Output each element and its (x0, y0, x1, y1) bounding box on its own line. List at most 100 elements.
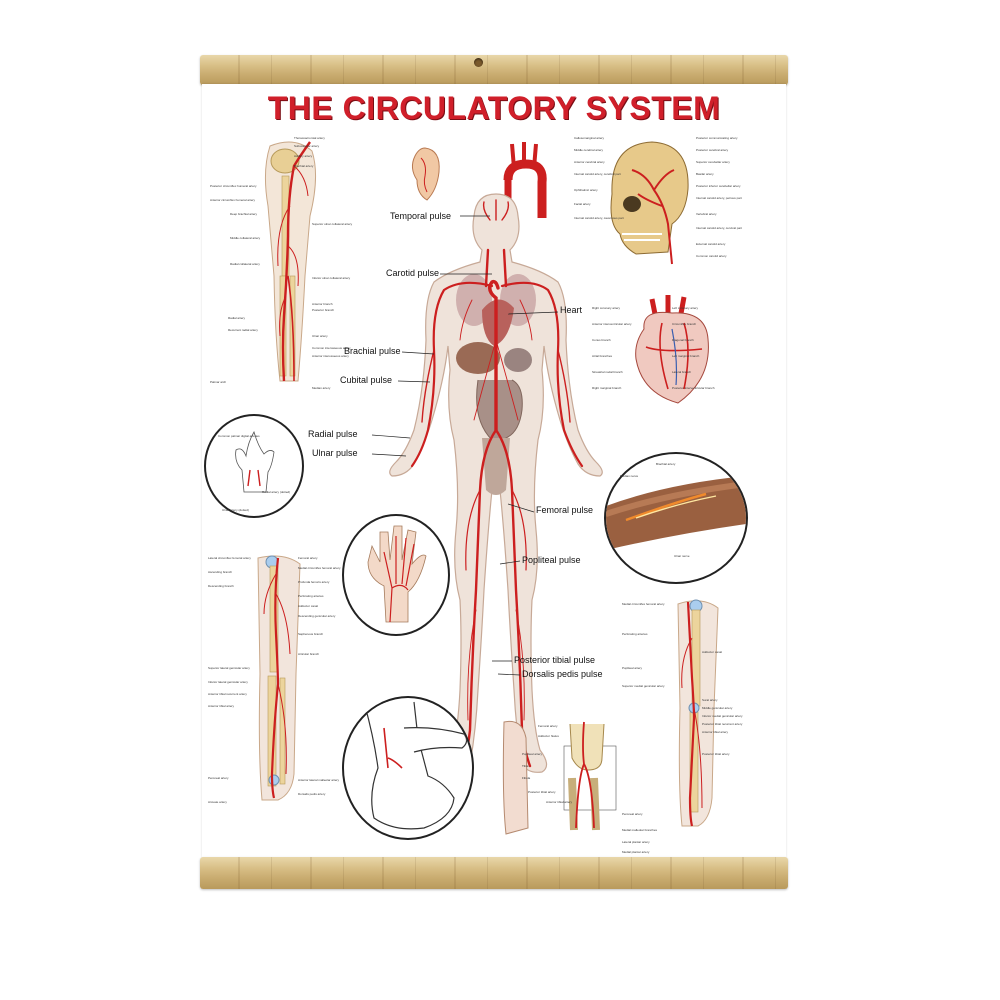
arm-label: Ulnar artery (312, 334, 328, 338)
leg-left-label: Ascending branch (208, 570, 233, 574)
heart-label: Left marginal branch (672, 354, 700, 358)
skull-label: Internal carotid artery, cervical part (696, 226, 742, 230)
leg-left-label: Anterior tibial artery (208, 704, 235, 708)
forearm-label: Ulnar nerve (674, 554, 690, 558)
leg-right-label: Medial circumflex femoral artery (622, 602, 665, 606)
hand-label: Common palmar digital arteries (218, 434, 260, 438)
arm-label: Anterior circumflex humeral artery (210, 198, 256, 202)
leg-right-label: Peroneal artery (622, 812, 643, 816)
aortic-arch-illustration (503, 142, 547, 218)
hanging-hole (474, 58, 483, 67)
popliteal-pulse-label: Popliteal pulse (522, 555, 581, 565)
leg-left-label: Lateral circumflex femoral artery (208, 556, 251, 560)
skull-label: Facial artery (574, 202, 591, 206)
leg-left-label: Dorsalis pedis artery (298, 792, 326, 796)
heart-label: Right coronary artery (592, 306, 621, 310)
forearm-pulse-circle (604, 452, 748, 584)
skull-label: Vertebral artery (696, 212, 717, 216)
skull-label: Common carotid artery (696, 254, 727, 258)
knee-label: Anterior tibial artery (546, 800, 573, 804)
heart-label: Anterior interventricular artery (592, 322, 632, 326)
skull-label: Callosomarginal artery (574, 136, 605, 140)
palm-artery-circle (342, 514, 450, 636)
leg-right-label: Medial malleolar branches (622, 828, 658, 832)
heart-illustration (635, 295, 709, 404)
arm-label: Posterior circumflex humeral artery (210, 184, 257, 188)
heart-label: Posterior interventricular branch (672, 386, 715, 390)
arm-label: Superior ulnar collateral artery (312, 222, 353, 226)
arm-label: Anterior interosseous artery (312, 354, 349, 358)
poster-title: THE CIRCULATORY SYSTEM (267, 90, 721, 126)
arm-label: Posterior branch (312, 308, 335, 312)
heart-label: Left coronary artery (672, 306, 699, 310)
radial-pulse-label: Radial pulse (308, 429, 358, 439)
skull-label: Middle cerebral artery (574, 148, 604, 152)
leg-left-label: Inferior lateral genicular artery (208, 680, 248, 684)
dorsalis-pedis-pulse-label: Dorsalis pedis pulse (522, 669, 603, 679)
posterior-tibial-pulse-label: Posterior tibial pulse (514, 655, 596, 665)
leg-left-label: Arcuate artery (208, 800, 227, 804)
leg-right-label: Perforating arteries (622, 632, 648, 636)
pulse-leader-lines (371, 215, 559, 676)
hand-sketch-illustration (235, 431, 275, 493)
heart-label: Atrial branches (592, 354, 613, 358)
arm-label: Common interosseous artery (312, 346, 351, 350)
leg-right-label: Superior medial genicular artery (622, 684, 665, 688)
leg-right-label: Posterior tibial recurrent artery (702, 722, 743, 726)
forearm-label: Median nerve (620, 474, 639, 478)
leg-left-label: Perforating arteries (298, 594, 324, 598)
heart-label: Right marginal branch (592, 386, 622, 390)
foot-sketch-illustration (363, 701, 468, 830)
ulnar-pulse-label: Ulnar pulse (312, 448, 358, 458)
foot-pulse-circle (342, 696, 474, 840)
leg-left-label: Medial circumflex femoral artery (298, 566, 341, 570)
leg-right-label: Posterior tibial artery (702, 752, 730, 756)
arm-artery-illustration (264, 141, 317, 382)
leg-right-label: Anterior tibial artery (702, 730, 729, 734)
skull-label: External carotid artery (696, 242, 726, 246)
leg-left-label: Anterior tibial recurrent artery (208, 692, 247, 696)
heart-label: Diagonal branch (672, 338, 694, 342)
arm-label: Inferior ulnar collateral artery (312, 276, 351, 280)
knee-label: Fibula (522, 776, 531, 780)
top-hanger-rod (200, 55, 788, 85)
leg-right-label: Medial plantar artery (622, 850, 650, 854)
knee-label: Adductor hiatus (538, 734, 559, 738)
arm-label: Recurrent radial artery (228, 328, 258, 332)
forearm-label: Brachial artery (656, 462, 676, 466)
carotid-pulse-label: Carotid pulse (386, 268, 440, 278)
leg-left-label: Adductor canal (298, 604, 319, 608)
arm-label: Brachial artery (294, 164, 314, 168)
skull-label: Internal carotid artery, petrous part (696, 196, 742, 200)
arm-label: Deep brachial artery (230, 212, 258, 216)
palm-artery-illustration (367, 525, 427, 623)
arm-label: Median artery (312, 386, 331, 390)
leg-left-label: Peroneal artery (208, 776, 229, 780)
skull-label: Anterior cerebral artery (574, 160, 605, 164)
leg-left-label: Superior lateral genicular artery (208, 666, 250, 670)
heart-label: Heart (560, 305, 583, 315)
leg-left-label: Descending branch (208, 584, 234, 588)
arm-label: Anterior branch (312, 302, 333, 306)
skull-label: Internal carotid artery, cerebral part (574, 172, 621, 176)
skull-label: Posterior communicating artery (696, 136, 738, 140)
arm-label: Thoracoacromial artery (294, 136, 325, 140)
skull-label: Posterior cerebral artery (696, 148, 729, 152)
heart-label: Lateral branch (672, 370, 692, 374)
leg-left-label: Saphenous branch (298, 632, 324, 636)
femoral-pulse-label: Femoral pulse (536, 505, 594, 515)
skull-label: Internal carotid artery, cavernous part (574, 216, 624, 220)
ear-artery-illustration (411, 147, 440, 201)
heart-label: Circumflex branch (672, 322, 697, 326)
human-body-illustration (389, 193, 603, 773)
bottom-hanger-rod (200, 857, 788, 889)
cubital-pulse-label: Cubital pulse (340, 375, 393, 385)
heart-label: Sinuatrial nodal branch (592, 370, 623, 374)
heart-label: Conus branch (592, 338, 611, 342)
knee-label: Posterior tibial artery (528, 790, 556, 794)
arm-label: Radial collateral artery (230, 262, 260, 266)
leg-right-label: Middle genicular artery (702, 706, 733, 710)
skull-label: Superior cerebellar artery (696, 160, 730, 164)
leg-right-label: Lateral plantar artery (622, 840, 650, 844)
brachial-pulse-label: Brachial pulse (344, 346, 401, 356)
